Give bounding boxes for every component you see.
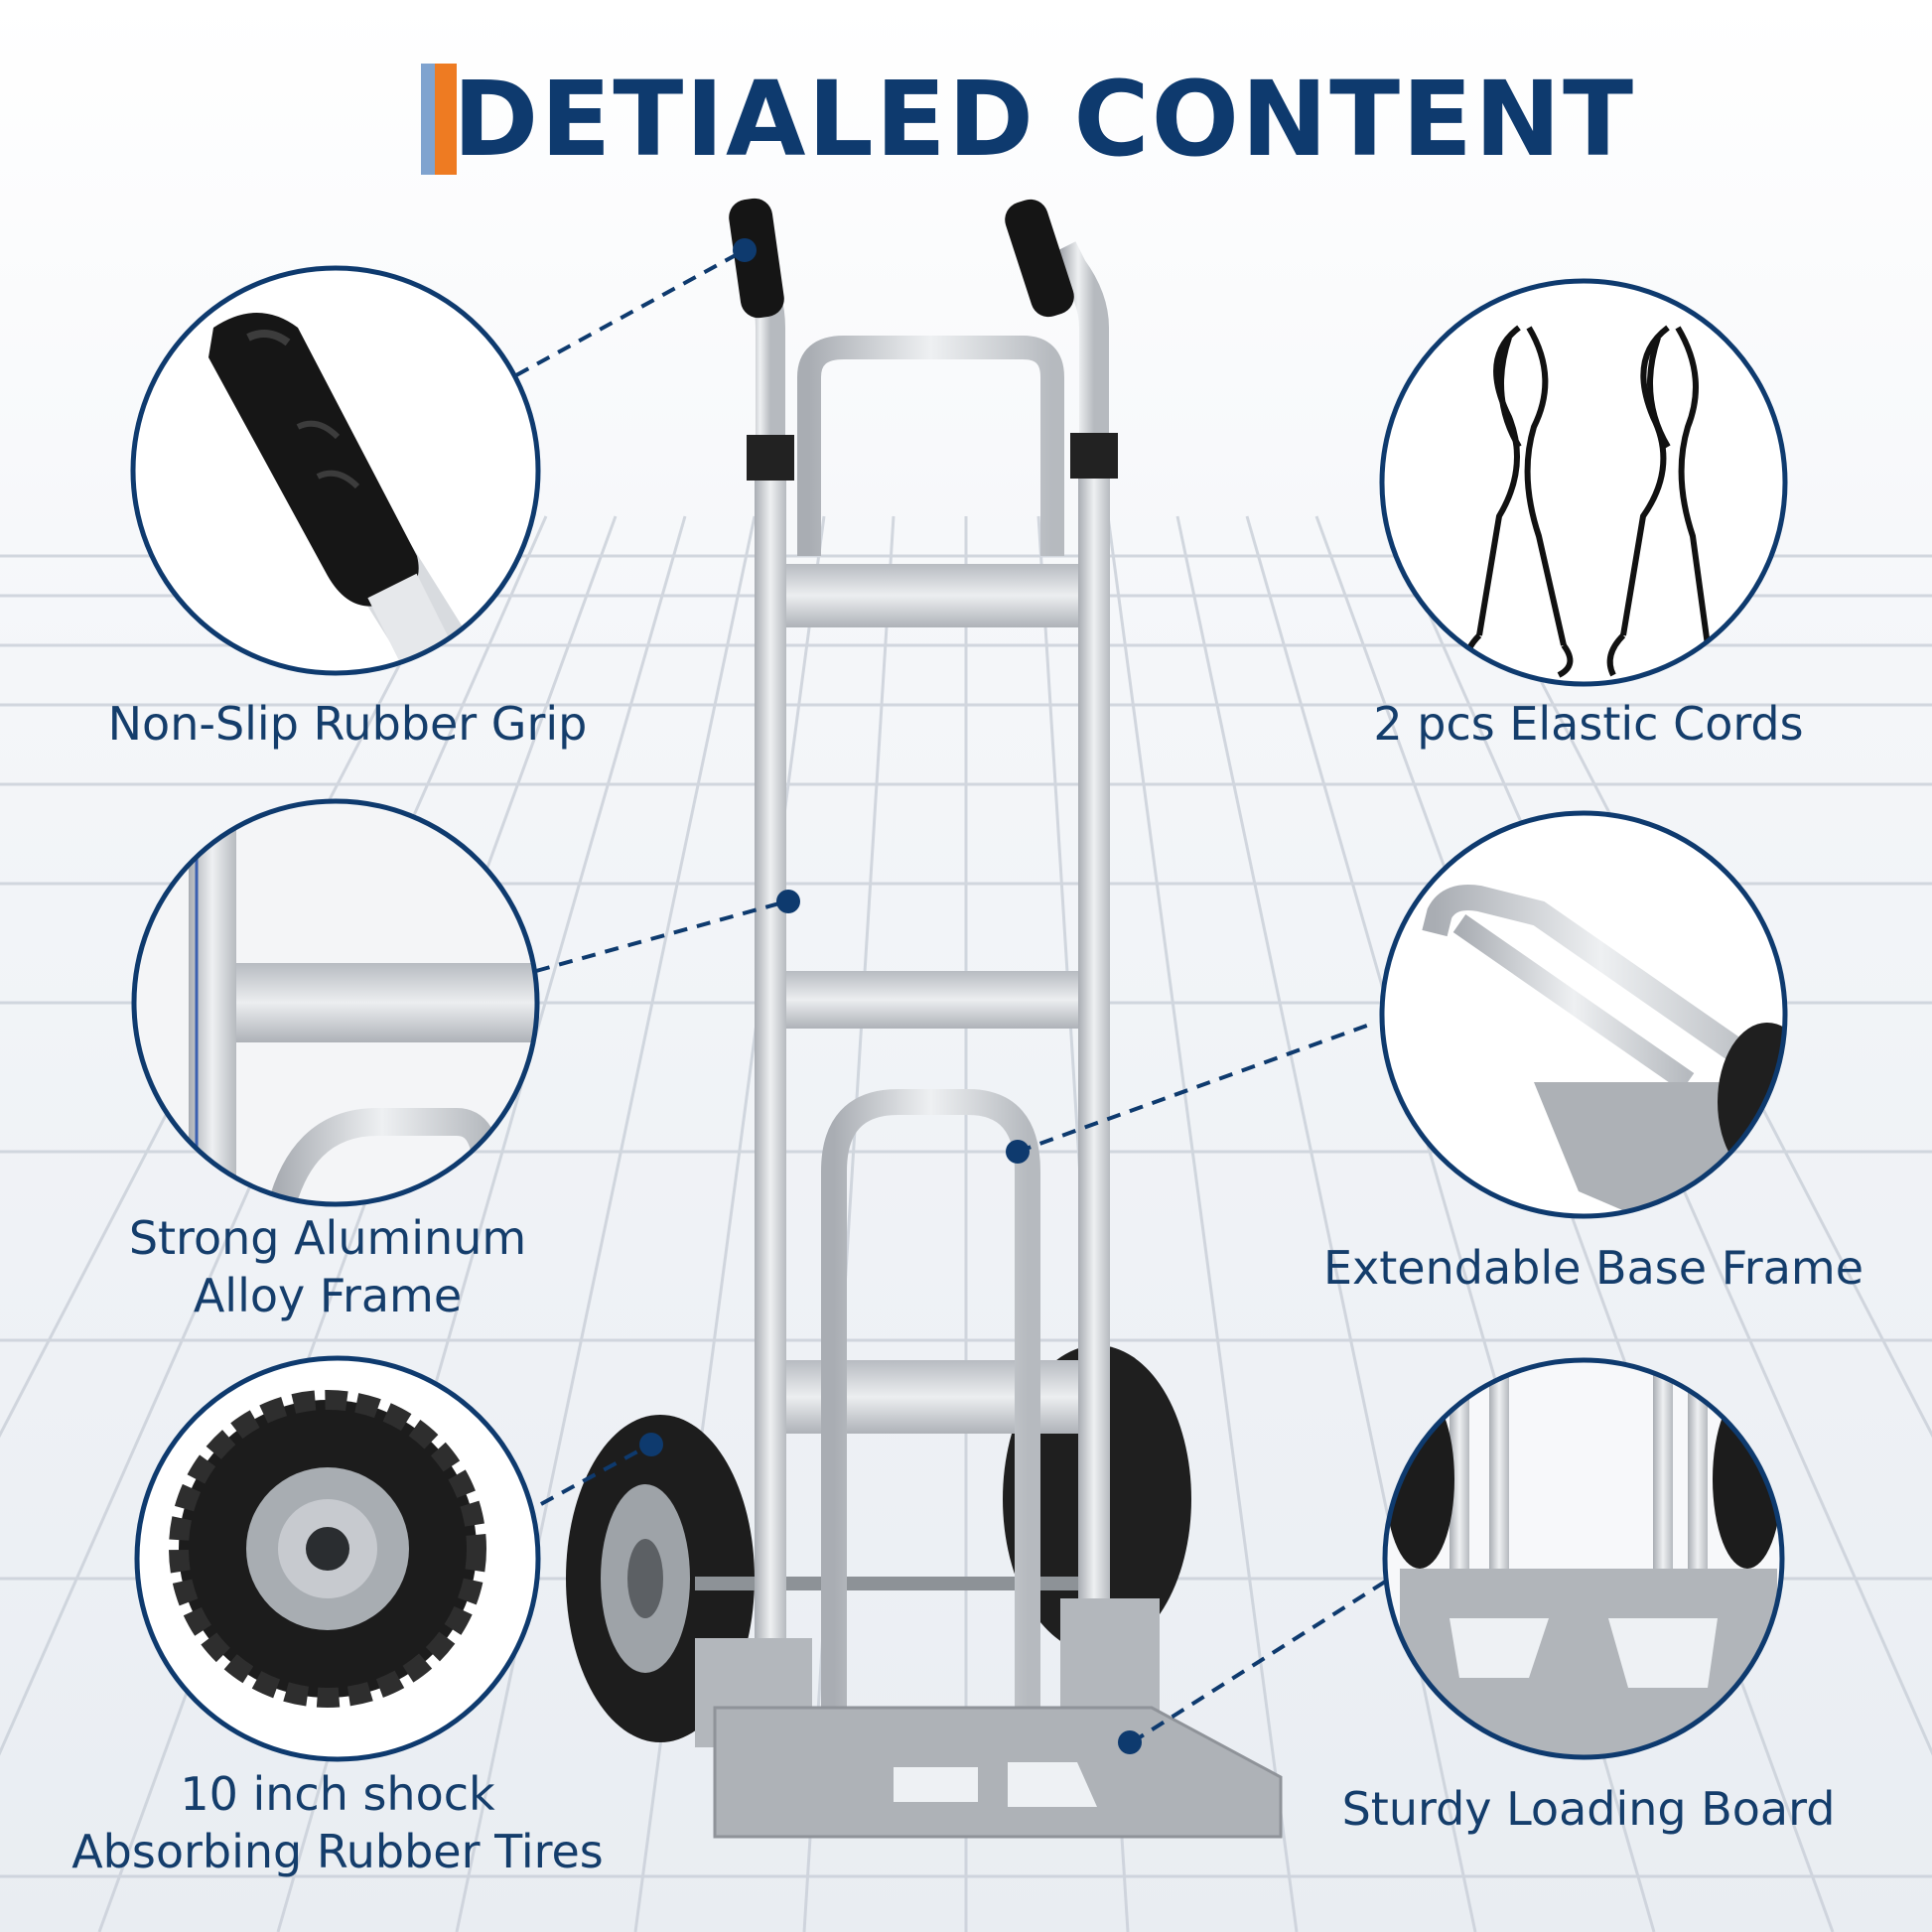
feature-label-rubber-grip: Non-Slip Rubber Grip (107, 697, 588, 751)
loading-board-closeup (1382, 1357, 1785, 1760)
page-title: DETIALED CONTENT (453, 59, 1636, 180)
right-rail (1078, 437, 1110, 1668)
aluminum-frame-closeup (131, 798, 540, 1207)
feature-label-rubber-tires: 10 inch shock Absorbing Rubber Tires (30, 1765, 645, 1880)
rubber-grip-closeup (130, 265, 541, 676)
heading-accent-blue (421, 64, 439, 175)
base-frame-closeup (1379, 810, 1788, 1219)
elastic-cords-closeup (1379, 278, 1788, 687)
left-rail (755, 437, 786, 1678)
loading-board-callout-dot (1118, 1730, 1142, 1754)
frame-callout-dot (776, 890, 800, 913)
left-grip-icon (729, 198, 784, 319)
rubber-tire-closeup (134, 1355, 541, 1762)
right-grip-icon (1005, 199, 1074, 318)
axle (695, 1577, 1092, 1590)
feature-label-elastic-cords: 2 pcs Elastic Cords (1373, 697, 1804, 751)
feature-label-rubber-tires-line2: Absorbing Rubber Tires (71, 1825, 604, 1878)
feature-label-aluminum-frame: Strong Aluminum Alloy Frame (30, 1209, 625, 1324)
feature-label-loading-board: Sturdy Loading Board (1341, 1782, 1836, 1836)
base-frame-callout-dot (1006, 1140, 1030, 1164)
feature-label-aluminum-frame-line2: Alloy Frame (193, 1269, 463, 1322)
heading-accent-orange (435, 64, 457, 175)
feature-label-aluminum-frame-line1: Strong Aluminum (128, 1211, 527, 1265)
feature-label-rubber-tires-line1: 10 inch shock (180, 1767, 495, 1821)
grip-callout-dot (733, 238, 757, 262)
page-heading: DETIALED CONTENT (417, 60, 1633, 179)
tire-callout-dot (639, 1433, 663, 1456)
feature-label-base-frame: Extendable Base Frame (1322, 1241, 1864, 1295)
